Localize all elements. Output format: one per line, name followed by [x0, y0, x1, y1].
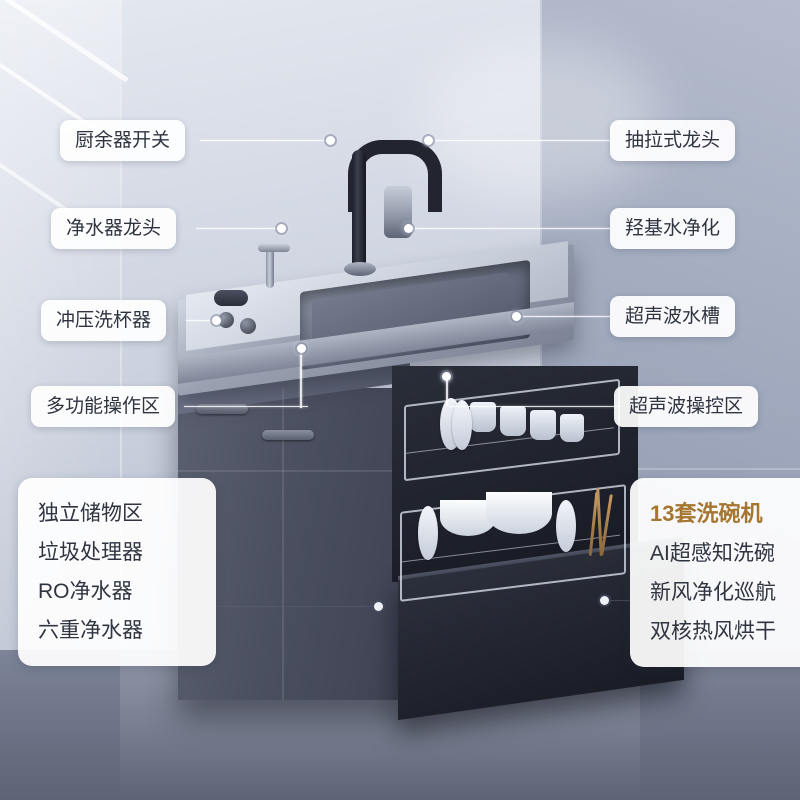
feature-right-4[interactable]: 双核热风烘干 [648, 612, 800, 651]
callout-dot-right-1 [424, 136, 433, 145]
leader-line-group-right [610, 600, 630, 601]
cup-3 [530, 410, 556, 440]
faucet-base [344, 262, 376, 276]
callout-left-3[interactable]: 冲压洗杯器 [41, 300, 167, 341]
leader-line-left-4 [184, 406, 308, 407]
wall-seam-vertical-2 [540, 0, 542, 470]
callout-dot-right-3 [512, 312, 521, 321]
feature-right-2[interactable]: AI超感知洗碗 [648, 534, 800, 573]
cup-1 [470, 402, 496, 432]
feature-group-left: 独立储物区 垃圾处理器 RO净水器 六重净水器 [18, 478, 216, 666]
leader-line-right-2 [412, 228, 610, 229]
feature-left-4[interactable]: 六重净水器 [36, 611, 198, 650]
feature-right-1-label: 13套洗碗机 [650, 501, 763, 526]
leader-line-left-4b [300, 352, 302, 408]
feature-left-2-label: 垃圾处理器 [38, 541, 143, 564]
callout-left-3-label: 冲压洗杯器 [56, 310, 152, 331]
feature-right-1[interactable]: 13套洗碗机 [648, 494, 800, 534]
callout-right-1[interactable]: 抽拉式龙头 [610, 120, 736, 161]
cabinet-seam-1 [178, 470, 410, 472]
leader-line-right-4b [446, 376, 448, 406]
leader-line-left-3 [186, 320, 216, 321]
plate-3 [418, 506, 438, 560]
control-knob-2[interactable] [240, 318, 256, 334]
callout-right-2[interactable]: 羟基水净化 [610, 208, 736, 249]
callout-dot-left-3 [212, 316, 221, 325]
leader-line-right-4 [450, 406, 620, 407]
feature-right-3-label: 新风净化巡航 [650, 581, 776, 604]
leader-line-group-left [180, 606, 380, 607]
callout-right-2-label: 羟基水净化 [625, 218, 721, 239]
pull-down-faucet-neck [352, 150, 366, 270]
feature-group-right: 13套洗碗机 AI超感知洗碗 新风净化巡航 双核热风烘干 [630, 478, 800, 667]
callout-right-3[interactable]: 超声波水槽 [610, 296, 736, 337]
feature-left-3[interactable]: RO净水器 [36, 572, 198, 611]
leader-line-left-1 [200, 140, 330, 141]
cup-2 [500, 406, 526, 436]
wall-seam-horizontal [540, 468, 800, 470]
callout-dot-group-right [600, 596, 609, 605]
callout-left-1-label: 厨余器开关 [75, 130, 171, 151]
cabinet-seam-2 [282, 388, 284, 700]
cup-4 [560, 414, 584, 442]
callout-right-4[interactable]: 超声波操控区 [614, 386, 759, 427]
leader-line-left-2 [196, 228, 282, 229]
leader-line-right-3 [520, 316, 610, 317]
feature-left-2[interactable]: 垃圾处理器 [36, 533, 198, 572]
disposer-switch-knob[interactable] [218, 312, 234, 328]
callout-left-2[interactable]: 净水器龙头 [51, 208, 177, 249]
water-purifier-faucet-arm [258, 244, 290, 252]
callout-right-4-label: 超声波操控区 [629, 396, 744, 417]
callout-dot-group-left [374, 602, 383, 611]
cabinet-body [178, 388, 410, 700]
callout-left-1[interactable]: 厨余器开关 [60, 120, 186, 161]
bowl-2 [486, 492, 552, 534]
cabinet-handle-right[interactable] [262, 430, 314, 440]
feature-left-1-label: 独立储物区 [38, 502, 143, 525]
feature-right-3[interactable]: 新风净化巡航 [648, 573, 800, 612]
cup-washer[interactable] [214, 290, 248, 306]
callout-right-3-label: 超声波水槽 [625, 306, 721, 327]
callout-left-4-label: 多功能操作区 [46, 396, 161, 417]
callout-left-4[interactable]: 多功能操作区 [31, 386, 176, 427]
plate-2 [452, 400, 472, 450]
callout-dot-right-2 [404, 224, 413, 233]
feature-right-2-label: AI超感知洗碗 [650, 542, 775, 565]
callout-dot-left-2 [277, 224, 286, 233]
plate-4 [556, 500, 576, 552]
callout-left-2-label: 净水器龙头 [66, 218, 162, 239]
feature-left-4-label: 六重净水器 [38, 619, 143, 642]
callout-dot-left-1 [326, 136, 335, 145]
feature-right-4-label: 双核热风烘干 [650, 620, 776, 643]
feature-left-3-label: RO净水器 [38, 580, 133, 603]
water-purifier-faucet[interactable] [266, 248, 274, 288]
feature-left-1[interactable]: 独立储物区 [36, 494, 198, 533]
callout-dot-left-4 [297, 344, 306, 353]
leader-line-right-1 [430, 140, 610, 141]
cabinet-handle-left[interactable] [196, 404, 248, 414]
callout-right-1-label: 抽拉式龙头 [625, 130, 721, 151]
